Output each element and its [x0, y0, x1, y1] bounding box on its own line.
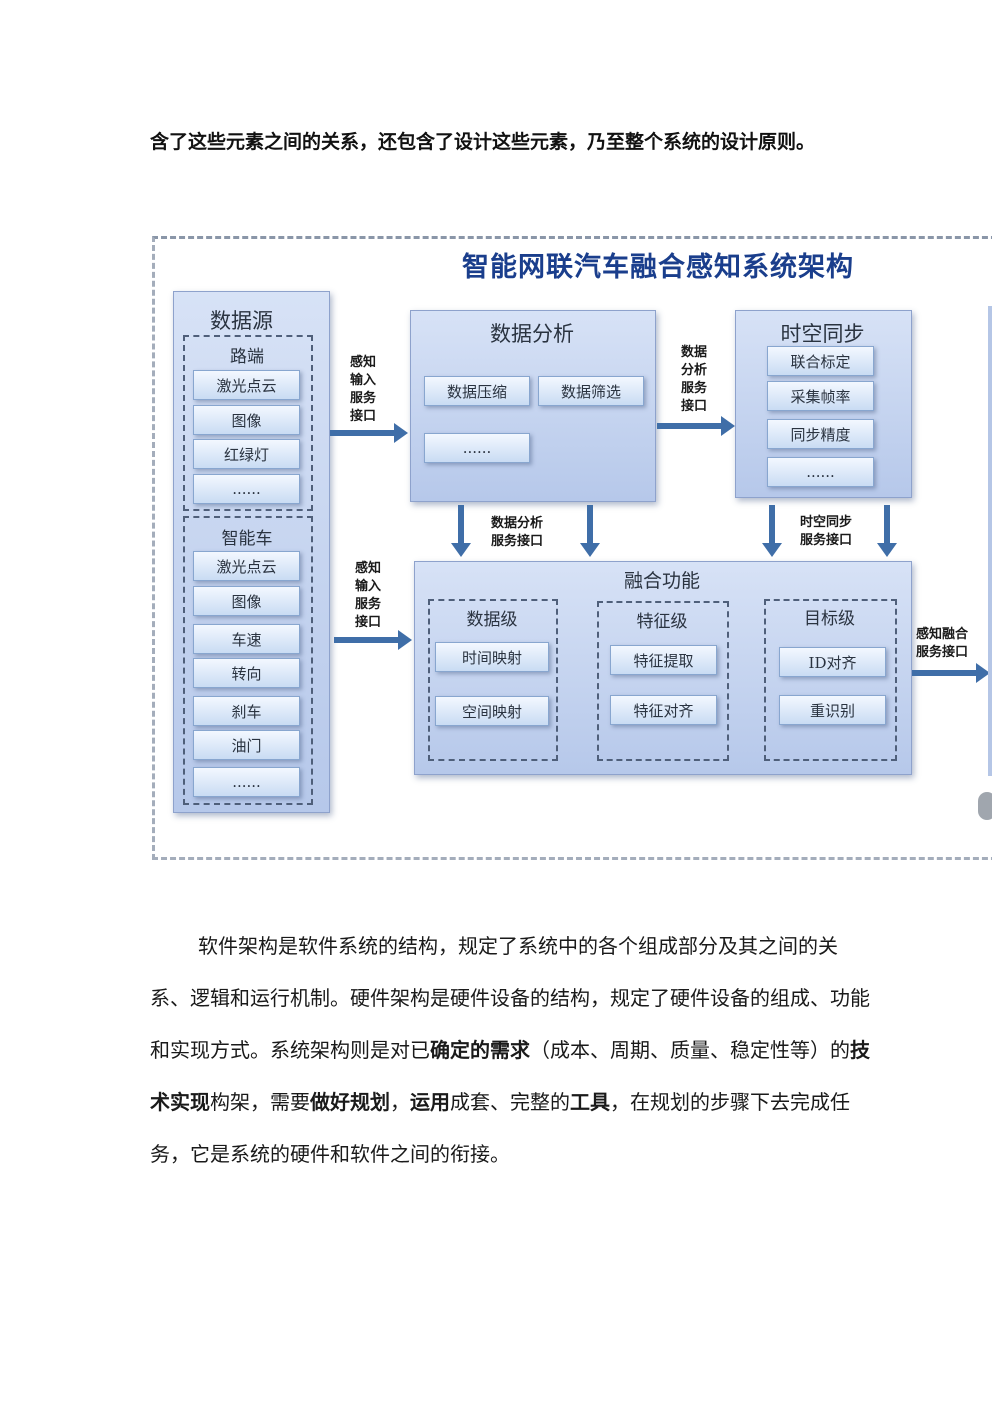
next-panel-edge — [988, 306, 992, 776]
data-source-title: 数据源 — [210, 309, 273, 333]
sync-title: 时空同步 — [780, 322, 865, 346]
input-interface-label-2: 感知输入 服务接口 — [355, 561, 382, 630]
diagram-frame — [152, 236, 992, 860]
road-item: 红绿灯 — [193, 439, 300, 469]
input-interface-label-1: 感知输入 服务接口 — [350, 355, 377, 424]
road-item: ...... — [193, 474, 300, 504]
comment-icon — [978, 792, 992, 820]
sync-item: ...... — [767, 457, 874, 487]
analysis-item: ...... — [424, 433, 530, 463]
analysis-title: 数据分析 — [490, 322, 574, 346]
arrow-down — [762, 505, 782, 559]
arrow-down — [580, 505, 600, 559]
feature-level-group — [597, 601, 729, 761]
arrow-right — [912, 663, 992, 683]
vehicle-group — [183, 516, 313, 805]
arrow-down — [451, 505, 471, 559]
body-paragraph: 软件架构是软件系统的结构，规定了系统中的各个组成部分及其之间的关系、逻辑和运行机… — [150, 934, 870, 1166]
feature-level-item: 特征对齐 — [610, 695, 717, 725]
arrow-right — [657, 416, 737, 436]
data-level-title: 数据级 — [466, 610, 518, 630]
sync-item: 同步精度 — [767, 419, 874, 449]
vehicle-group-title: 智能车 — [221, 529, 273, 549]
analysis-interface-label: 数据分析 服务接口 — [681, 345, 708, 414]
vehicle-item: 转向 — [193, 658, 300, 688]
arrow-right — [330, 423, 410, 443]
analysis-item: 数据压缩 — [424, 376, 530, 406]
vehicle-item: 图像 — [193, 586, 300, 616]
road-group-title: 路端 — [230, 347, 264, 367]
sync-item: 采集帧率 — [767, 381, 874, 411]
sync-down-label: 时空同步服务接口 — [800, 515, 853, 548]
road-item: 图像 — [193, 405, 300, 435]
data-level-item: 时间映射 — [435, 642, 549, 672]
data-level-group — [428, 599, 558, 761]
intro-text: 含了这些元素之间的关系，还包含了设计这些元素，乃至整个系统的设计原则。 — [150, 131, 816, 153]
fusion-title: 融合功能 — [623, 570, 700, 592]
vehicle-item: 激光点云 — [193, 551, 300, 581]
vehicle-item: 油门 — [193, 730, 300, 760]
analysis-item: 数据筛选 — [538, 376, 644, 406]
target-level-item: ID对齐 — [779, 647, 886, 677]
arrow-down — [877, 505, 897, 559]
diagram-title: 智能网联汽车融合感知系统架构 — [462, 252, 854, 283]
sync-item: 联合标定 — [767, 346, 874, 376]
vehicle-item: 车速 — [193, 624, 300, 654]
analysis-down-label: 数据分析服务接口 — [491, 516, 544, 549]
analysis-panel — [410, 310, 656, 502]
vehicle-item: 刹车 — [193, 696, 300, 726]
road-group — [183, 335, 313, 511]
target-level-group — [764, 599, 897, 761]
arrow-right — [334, 630, 414, 650]
feature-level-title: 特征级 — [636, 612, 688, 632]
target-level-title: 目标级 — [804, 609, 855, 629]
vehicle-item: ...... — [193, 767, 300, 797]
target-level-item: 重识别 — [779, 695, 886, 725]
road-item: 激光点云 — [193, 370, 300, 400]
feature-level-item: 特征提取 — [610, 645, 717, 675]
fusion-interface-label: 感知融合服务接口 — [916, 627, 969, 660]
data-level-item: 空间映射 — [435, 696, 549, 726]
